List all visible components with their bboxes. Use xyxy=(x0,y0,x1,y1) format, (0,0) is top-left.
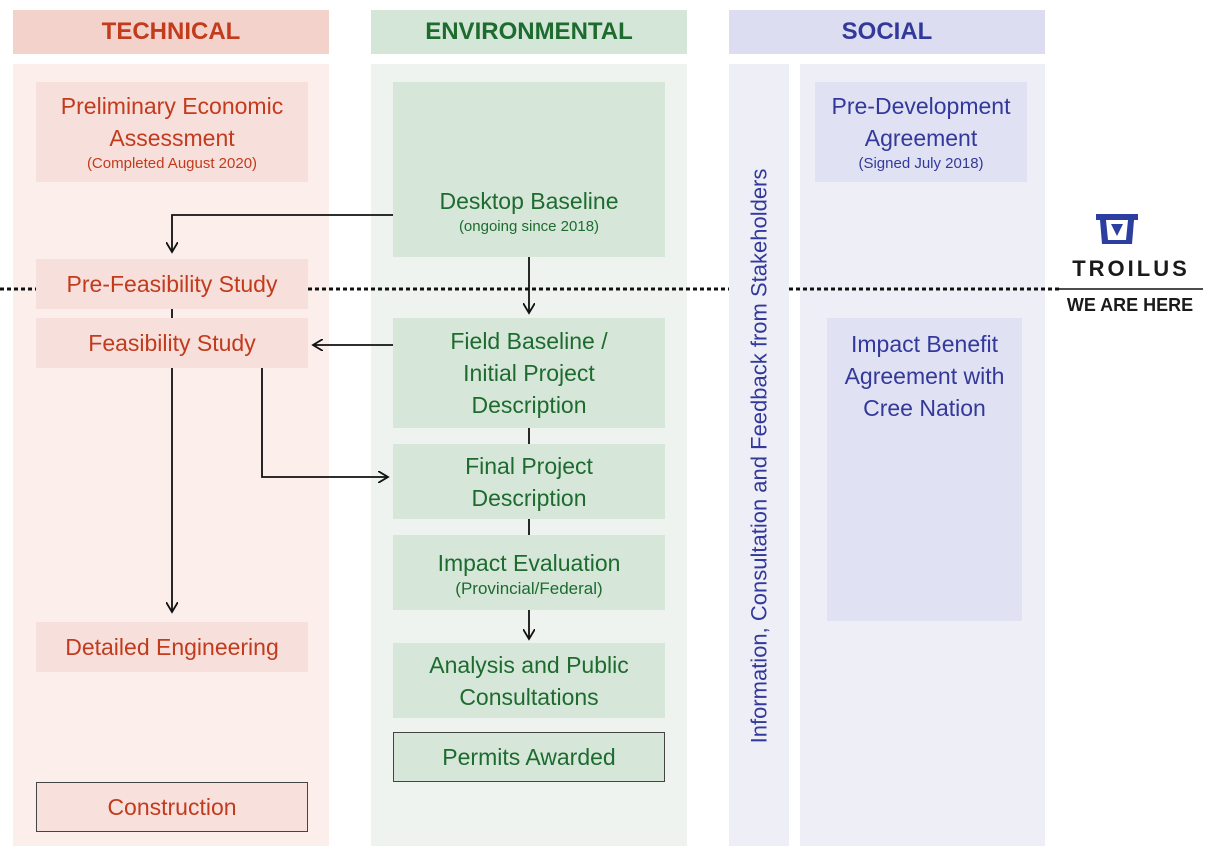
analysis-box: Analysis and Public Consultations xyxy=(393,643,665,718)
technical-column xyxy=(13,64,329,846)
desktop-baseline-title: Desktop Baseline xyxy=(439,188,619,214)
arrow-feasibility-to-final xyxy=(261,368,388,477)
header-social-label: SOCIAL xyxy=(841,18,933,45)
impact-evaluation-subtitle: (Provincial/Federal) xyxy=(455,578,603,598)
pea-title: Preliminary Economic Assessment xyxy=(60,93,284,151)
analysis-label: Analysis and Public Consultations xyxy=(429,651,629,710)
detailed-engineering-label: Detailed Engineering xyxy=(65,634,279,660)
pea-box: Preliminary Economic Assessment (Complet… xyxy=(36,82,308,182)
field-baseline-box: Field Baseline / Initial Project Descrip… xyxy=(393,318,665,428)
field-baseline-label: Field Baseline / Initial Project Descrip… xyxy=(450,328,608,418)
troilus-logo-mark xyxy=(1096,214,1138,244)
construction-label: Construction xyxy=(107,794,237,820)
we-are-here-text: WE ARE HERE xyxy=(1066,294,1194,315)
pda-title: Pre-Development Agreement xyxy=(831,93,1011,151)
header-environmental: ENVIRONMENTAL xyxy=(371,10,687,54)
impact-evaluation-box: Impact Evaluation (Provincial/Federal) xyxy=(393,535,665,610)
prefeasibility-label: Pre-Feasibility Study xyxy=(66,271,278,297)
impact-benefit-agreement-box: Impact Benefit Agreement with Cree Natio… xyxy=(827,318,1022,621)
iba-label: Impact Benefit Agreement with Cree Natio… xyxy=(844,331,1005,421)
troilus-logo: TROILUS xyxy=(1058,254,1204,284)
feasibility-box: Feasibility Study xyxy=(36,318,308,368)
we-are-here-label: WE ARE HERE xyxy=(1054,292,1206,318)
desktop-baseline-subtitle: (ongoing since 2018) xyxy=(458,218,600,235)
permits-awarded-label: Permits Awarded xyxy=(442,744,616,770)
permits-awarded-box: Permits Awarded xyxy=(393,732,665,782)
pda-subtitle: (Signed July 2018) xyxy=(858,155,984,172)
header-environmental-label: ENVIRONMENTAL xyxy=(425,18,633,45)
construction-box: Construction xyxy=(36,782,308,832)
header-social: SOCIAL xyxy=(729,10,1045,54)
prefeasibility-box: Pre-Feasibility Study xyxy=(36,259,308,309)
header-technical: TECHNICAL xyxy=(13,10,329,54)
social-stakeholder-column xyxy=(729,64,789,846)
header-technical-label: TECHNICAL xyxy=(101,18,241,45)
pre-development-agreement-box: Pre-Development Agreement (Signed July 2… xyxy=(815,82,1027,182)
detailed-engineering-box: Detailed Engineering xyxy=(36,622,308,672)
troilus-logo-text: TROILUS xyxy=(1072,256,1190,281)
arrow-desktop-to-prefeasibility xyxy=(172,214,393,252)
final-project-description-box: Final Project Description xyxy=(393,444,665,519)
desktop-baseline-box: Desktop Baseline (ongoing since 2018) xyxy=(393,82,665,257)
impact-evaluation-title: Impact Evaluation xyxy=(437,549,621,576)
final-project-description-label: Final Project Description xyxy=(465,452,593,511)
pea-subtitle: (Completed August 2020) xyxy=(86,155,258,172)
feasibility-label: Feasibility Study xyxy=(88,330,256,356)
